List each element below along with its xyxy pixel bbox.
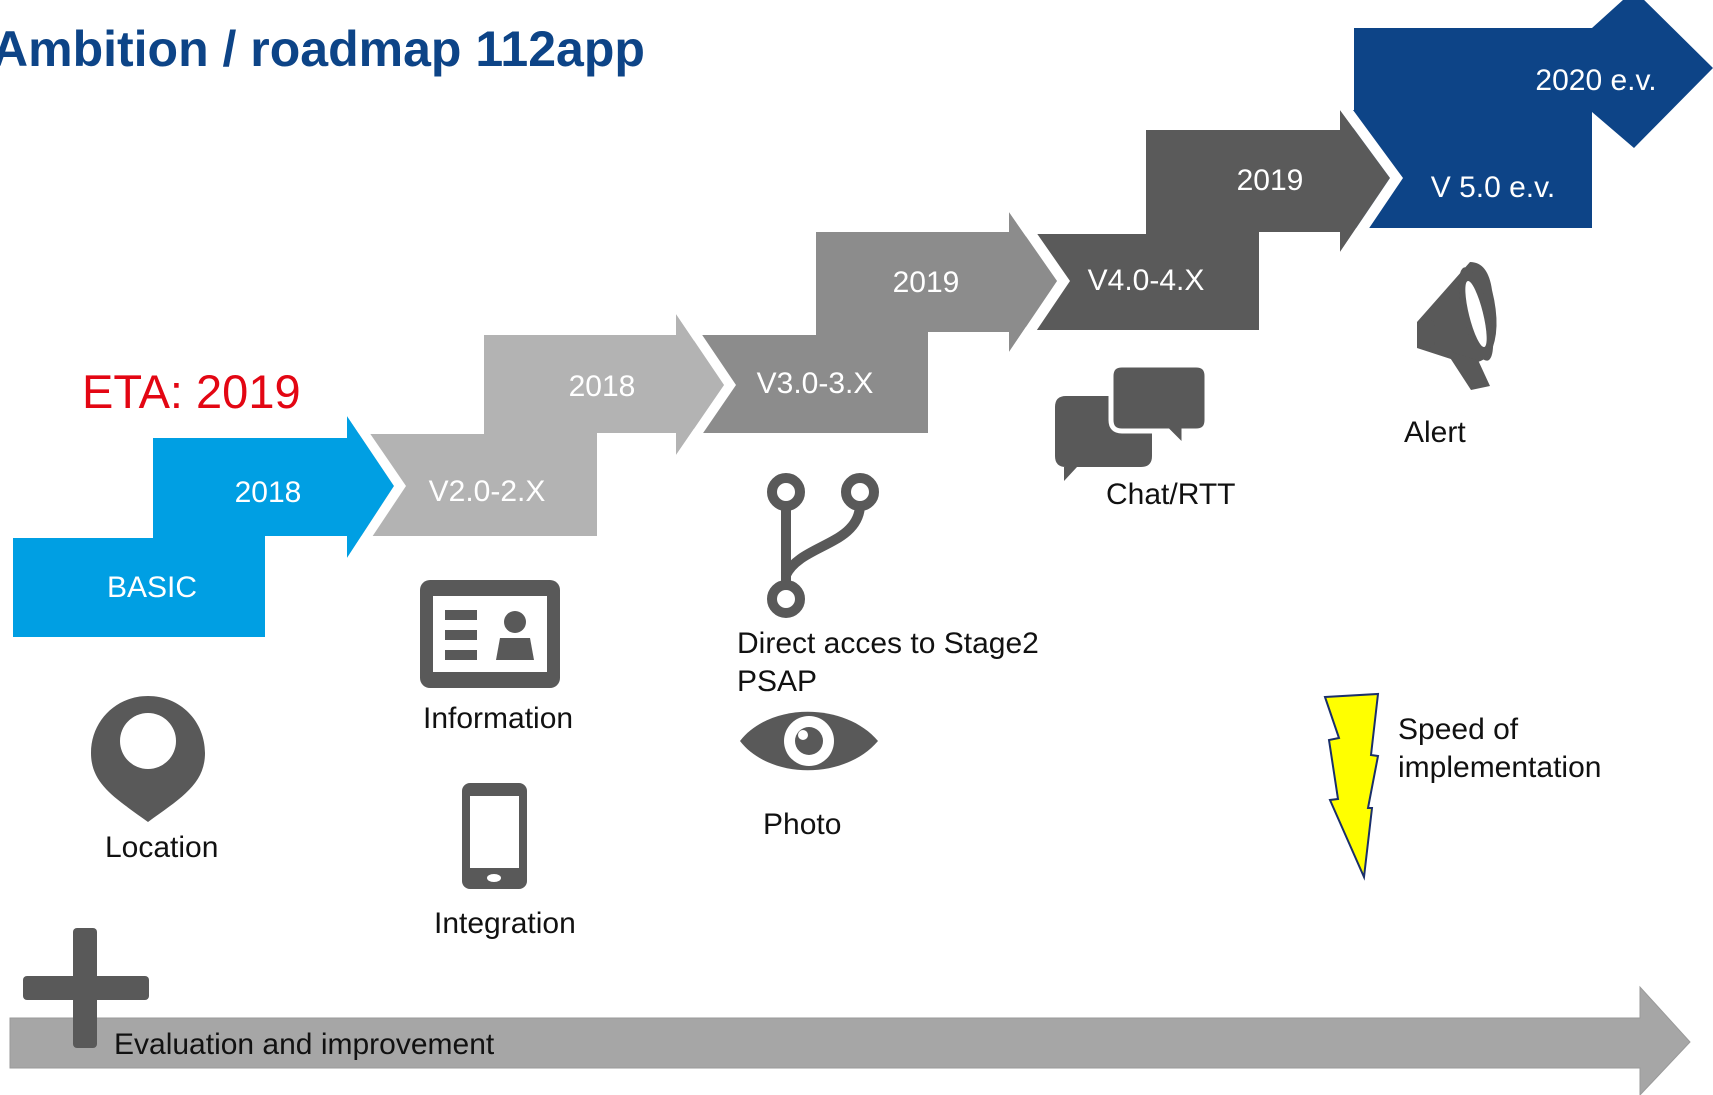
step-5-shape	[1353, 0, 1713, 228]
lightning-icon	[1323, 692, 1380, 881]
step-4-year: 2019	[1237, 164, 1304, 197]
eta-label: ETA: 2019	[82, 365, 301, 418]
step-2-shape	[358, 314, 724, 536]
step-4-notch	[1009, 212, 1070, 352]
step-3-year: 2019	[893, 266, 960, 299]
step-2-year: 2018	[569, 370, 636, 403]
step-5-version: V 5.0 e.v.	[1431, 171, 1556, 204]
step-5-year: 2020 e.v.	[1535, 64, 1656, 97]
speed-label-line1: Speed of	[1398, 713, 1519, 746]
megaphone-icon	[1417, 262, 1497, 390]
step-1-shape	[13, 416, 394, 637]
speed-label-line2: implementation	[1398, 751, 1602, 784]
step-5-notch	[1340, 110, 1403, 252]
step-3-version: V3.0-3.X	[757, 367, 874, 400]
step-4-version: V4.0-4.X	[1088, 264, 1205, 297]
direct-access-label-line1: Direct acces to Stage2	[737, 627, 1039, 660]
direct-access-label-line2: PSAP	[737, 665, 818, 698]
branch-icon	[767, 473, 879, 618]
plus-icon	[23, 928, 149, 1048]
step-4-shape	[1026, 110, 1390, 330]
page-title: Ambition / roadmap 112app	[0, 21, 645, 77]
step-2-notch	[347, 416, 406, 558]
evaluation-arrow	[9, 985, 1691, 1095]
step-1-year: 2018	[235, 476, 302, 509]
photo-label: Photo	[763, 808, 842, 841]
step-2-version: V2.0-2.X	[429, 475, 546, 508]
evaluation-label: Evaluation and improvement	[114, 1028, 495, 1061]
chat-bubbles-icon	[1055, 362, 1210, 481]
alert-label: Alert	[1404, 416, 1466, 449]
integration-label: Integration	[434, 907, 576, 940]
smartphone-icon	[462, 783, 527, 889]
location-label: Location	[105, 831, 219, 864]
chat-label: Chat/RTT	[1106, 478, 1236, 511]
step-3-notch	[676, 314, 736, 455]
step-1-version: BASIC	[107, 571, 197, 604]
id-card-icon	[420, 580, 560, 688]
information-label: Information	[423, 702, 574, 735]
step-3-shape	[694, 212, 1057, 433]
map-pin-icon	[91, 696, 205, 822]
eye-icon	[740, 711, 878, 771]
